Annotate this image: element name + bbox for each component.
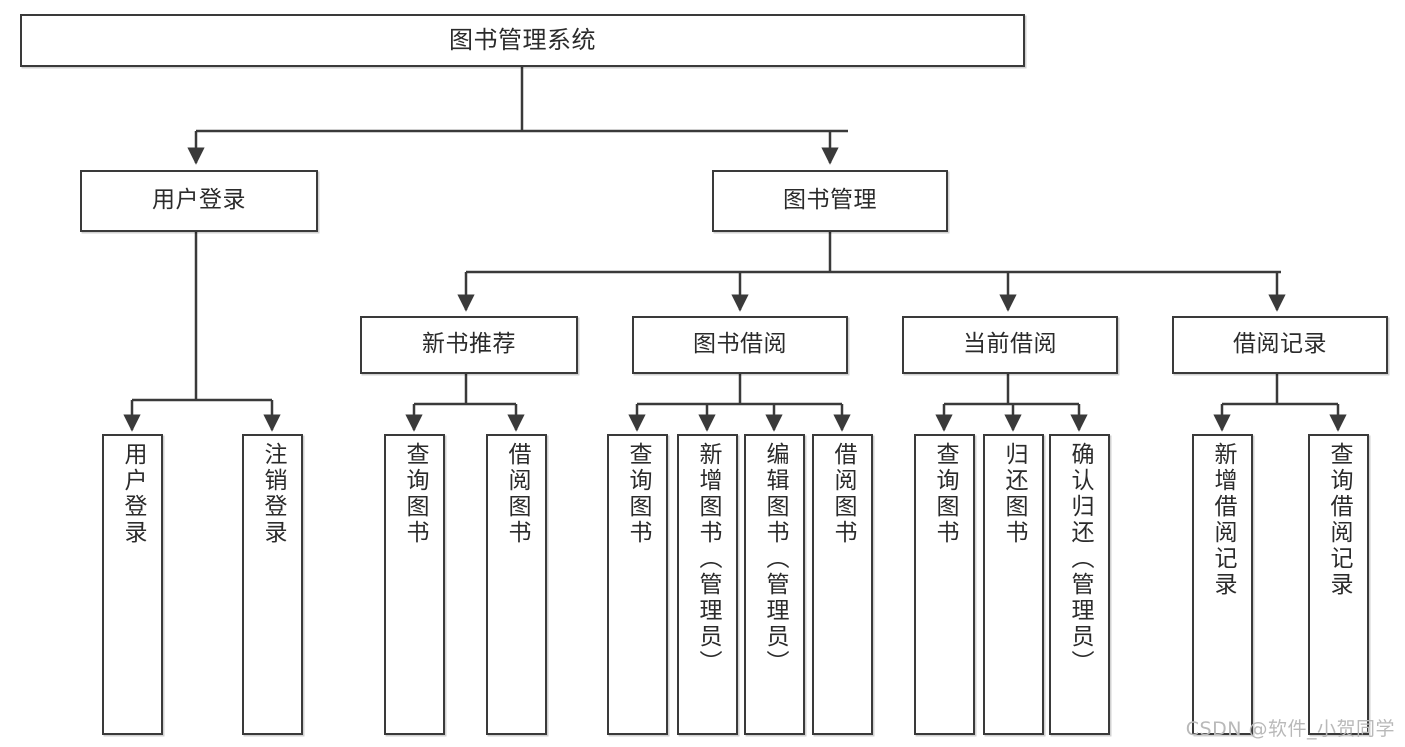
node-label: 图书借阅 bbox=[693, 331, 787, 358]
node-leaf-query-book-1[interactable]: 查询图书 bbox=[384, 434, 445, 735]
node-leaf-add-borrow-record[interactable]: 新增借阅记录 bbox=[1192, 434, 1253, 735]
node-leaf-return-book[interactable]: 归还图书 bbox=[983, 434, 1044, 735]
node-label: 查询图书 bbox=[625, 442, 651, 546]
node-label: 新书推荐 bbox=[422, 331, 516, 358]
node-label: 当前借阅 bbox=[963, 331, 1057, 358]
node-leaf-query-borrow-record[interactable]: 查询借阅记录 bbox=[1308, 434, 1369, 735]
node-current-borrow[interactable]: 当前借阅 bbox=[902, 316, 1118, 374]
node-book-borrow[interactable]: 图书借阅 bbox=[632, 316, 848, 374]
node-label: 确认归还（管理员） bbox=[1067, 442, 1093, 676]
node-label: 图书管理系统 bbox=[449, 26, 596, 55]
node-label: 借阅图书 bbox=[504, 442, 530, 546]
node-label: 借阅图书 bbox=[830, 442, 856, 546]
node-leaf-query-book-2[interactable]: 查询图书 bbox=[607, 434, 668, 735]
node-leaf-user-login[interactable]: 用户登录 bbox=[102, 434, 163, 735]
node-label: 归还图书 bbox=[1001, 442, 1027, 546]
node-leaf-confirm-return[interactable]: 确认归还（管理员） bbox=[1049, 434, 1110, 735]
node-label: 编辑图书（管理员） bbox=[762, 442, 788, 676]
node-label: 用户登录 bbox=[120, 442, 146, 546]
node-label: 借阅记录 bbox=[1233, 331, 1327, 358]
node-new-book-recommend[interactable]: 新书推荐 bbox=[360, 316, 578, 374]
node-leaf-borrow-book-2[interactable]: 借阅图书 bbox=[812, 434, 873, 735]
node-label: 用户登录 bbox=[152, 187, 246, 214]
node-leaf-add-book[interactable]: 新增图书（管理员） bbox=[677, 434, 738, 735]
node-leaf-logout-login[interactable]: 注销登录 bbox=[242, 434, 303, 735]
node-borrow-record[interactable]: 借阅记录 bbox=[1172, 316, 1388, 374]
node-label: 新增借阅记录 bbox=[1210, 442, 1236, 598]
node-leaf-borrow-book-1[interactable]: 借阅图书 bbox=[486, 434, 547, 735]
node-root-book-management-system[interactable]: 图书管理系统 bbox=[20, 14, 1025, 67]
node-label: 查询借阅记录 bbox=[1326, 442, 1352, 598]
node-label: 查询图书 bbox=[402, 442, 428, 546]
node-label: 图书管理 bbox=[783, 187, 877, 214]
node-leaf-edit-book[interactable]: 编辑图书（管理员） bbox=[744, 434, 805, 735]
node-label: 新增图书（管理员） bbox=[695, 442, 721, 676]
node-leaf-query-book-3[interactable]: 查询图书 bbox=[914, 434, 975, 735]
node-label: 注销登录 bbox=[260, 442, 286, 546]
node-user-login[interactable]: 用户登录 bbox=[80, 170, 318, 232]
node-label: 查询图书 bbox=[932, 442, 958, 546]
node-book-management[interactable]: 图书管理 bbox=[712, 170, 948, 232]
